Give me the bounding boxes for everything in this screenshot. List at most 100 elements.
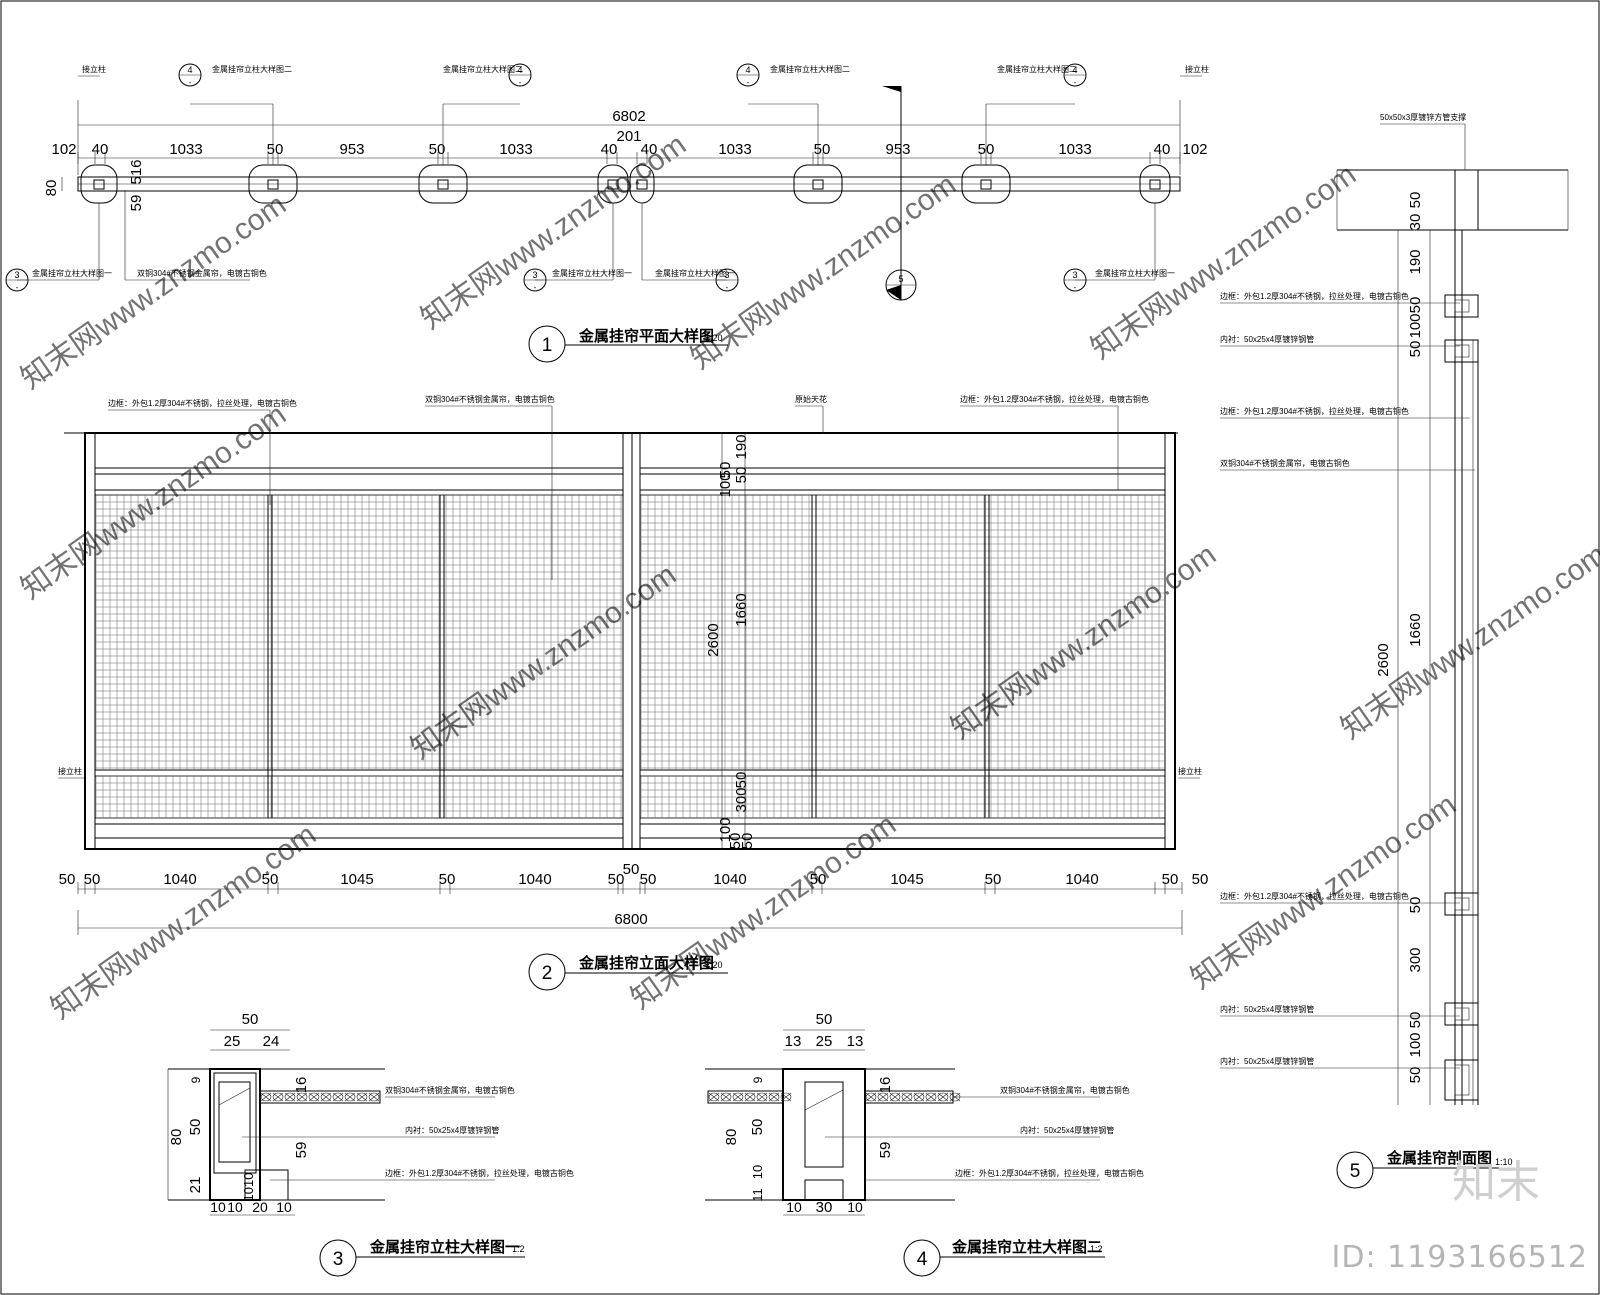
elev-bottom-dim: 50 — [262, 871, 279, 888]
detail-ref-dash: - — [189, 78, 192, 87]
plan-title-number: 1 — [542, 335, 553, 356]
d3-note-frame: 边框：外包1.2厚304#不锈钢，拉丝处理，电镀古铜色 — [385, 1168, 574, 1178]
d4-steel-tube — [804, 1081, 844, 1168]
d4-left-9: 9 — [751, 1076, 765, 1083]
elev-title-number: 2 — [542, 963, 553, 984]
detail-3: 50 25 24 80 50 9 21 16 59 1010 10 10 20 … — [167, 1011, 574, 1277]
sec-title-number: 5 — [1350, 1161, 1361, 1182]
detail-ref-number: 4 — [1072, 65, 1077, 75]
section-dim: 30 — [1407, 214, 1424, 231]
d4-left-80: 80 — [723, 1129, 740, 1146]
elev-vert-dim: 50 — [733, 467, 750, 484]
d3-left-9: 9 — [189, 1076, 203, 1083]
d3-inner-1010: 1010 — [241, 1173, 256, 1202]
elevation-outer-frame — [84, 432, 1176, 850]
d4-right-59: 59 — [877, 1142, 894, 1159]
watermark-text: 知末网www.znzmo.com — [625, 808, 902, 1016]
detail-ref-label: 金属挂帘立柱大样图一 — [552, 268, 632, 278]
section-rails — [1444, 294, 1479, 1101]
plan-dim: 1033 — [499, 141, 532, 158]
d3-left-21: 21 — [187, 1177, 204, 1194]
elev-bottom-dim: 1040 — [713, 871, 746, 888]
d4-top-50: 50 — [816, 1011, 833, 1028]
elev-bottom-dim: 1040 — [163, 871, 196, 888]
elev-scale: 1:20 — [705, 960, 723, 970]
section-dim: 2600 — [1375, 643, 1392, 676]
elev-vert-dim: 50 — [727, 833, 744, 850]
section-dim: 100 — [1407, 1032, 1424, 1057]
sec-note-frame-2: 边框：外包1.2厚304#不锈钢，拉丝处理，电镀古铜色 — [1220, 406, 1409, 416]
sec-note-lining-2: 内衬：50x25x4厚镀锌钢管 — [1220, 1004, 1314, 1014]
detail-ref-dash: - — [726, 283, 729, 292]
section-view: 50x50x3厚镀锌方管支撑 5030190501005016602600503… — [1220, 112, 1569, 1189]
plan-dim: 50 — [429, 141, 446, 158]
plan-dim: 40 — [601, 141, 618, 158]
elev-bottom-dim: 1040 — [1065, 871, 1098, 888]
detail-ref-dash: - — [534, 283, 537, 292]
watermark-text: 知末网www.znzmo.com — [1335, 538, 1600, 746]
d4-left-10: 10 — [750, 1165, 765, 1179]
d3-top-25: 25 — [224, 1033, 241, 1050]
section-dim: 50 — [1407, 297, 1424, 314]
d3-note-lining: 内衬：50x25x4厚镀锌钢管 — [405, 1125, 499, 1135]
detail-ref-label: 金属挂帘立柱大样图二 — [443, 64, 523, 74]
detail-ref-number: 3 — [724, 270, 729, 280]
elevation-posts — [267, 495, 990, 818]
elev-bottom-dim: 50 — [1192, 871, 1209, 888]
d3-right-16: 16 — [293, 1077, 310, 1094]
d3-bot-2: 10 — [227, 1199, 243, 1215]
section-dim: 1660 — [1407, 613, 1424, 646]
d3-bot-4: 10 — [276, 1199, 292, 1215]
elev-vert-dim: 2600 — [705, 623, 722, 656]
detail-ref-dash: - — [747, 78, 750, 87]
elev-col-label-right: 接立柱 — [1178, 766, 1202, 776]
elev-col-label-left: 接立柱 — [58, 766, 82, 776]
section-dim: 50 — [1407, 897, 1424, 914]
section-dim: 100 — [1407, 313, 1424, 338]
d3-top-24: 24 — [263, 1033, 280, 1050]
d3-mesh-chain — [260, 1092, 380, 1102]
plan-dim: 102 — [51, 141, 76, 158]
elev-title: 金属挂帘立面大样图 — [578, 954, 714, 972]
section-dim: 50 — [1407, 1012, 1424, 1029]
plan-height-80: 80 — [43, 180, 60, 197]
sec-title-bubble — [1336, 1151, 1374, 1189]
plan-dim: 50 — [814, 141, 831, 158]
d4-bot-30: 30 — [816, 1199, 833, 1216]
plan-dim: 1033 — [169, 141, 202, 158]
elev-vert-dim: 190 — [733, 434, 750, 459]
d4-note-lining: 内衬：50x25x4厚镀锌钢管 — [1020, 1125, 1114, 1135]
d4-left-50: 50 — [749, 1119, 766, 1136]
plan-dim: 1033 — [1058, 141, 1091, 158]
section-dim: 50 — [1407, 1067, 1424, 1084]
plan-total-dim: 6802 — [612, 108, 645, 125]
elev-vert-dim: 50 — [717, 462, 734, 479]
watermark-brand: 知末 — [1452, 1157, 1540, 1208]
plan-clip-note: 双铜304#不锈钢金属帘，电镀古铜色 — [137, 268, 267, 278]
detail-ref-number: 3 — [14, 270, 19, 280]
section-dim: 50 — [1407, 192, 1424, 209]
elev-bottom-dim: 50 — [439, 871, 456, 888]
plan-dim: 102 — [1182, 141, 1207, 158]
d3-bot-3: 20 — [252, 1199, 268, 1215]
watermark-text: 知末网www.znzmo.com — [405, 558, 682, 766]
detail-ref-dash: - — [519, 78, 522, 87]
d3-post — [209, 1068, 261, 1201]
elev-title-bubble — [528, 953, 566, 991]
elev-bottom-dim: 50 — [608, 871, 625, 888]
section-top-tube-note: 50x50x3厚镀锌方管支撑 — [1380, 112, 1466, 122]
plan-dim: 40 — [1154, 141, 1171, 158]
d3-title-bubble — [319, 1239, 357, 1277]
detail-ref-label: 金属挂帘立柱大样图一 — [32, 268, 112, 278]
elev-ceiling-note: 原始天花 — [795, 394, 827, 404]
d4-right-16: 16 — [877, 1077, 894, 1094]
plan-dim: 40 — [641, 141, 658, 158]
detail-ref-number: 3 — [1072, 270, 1077, 280]
d3-scale: 1:2 — [512, 1244, 525, 1254]
detail-ref-dash: - — [16, 283, 19, 292]
section-dim: 300 — [1407, 947, 1424, 972]
d4-title-bubble — [903, 1239, 941, 1277]
